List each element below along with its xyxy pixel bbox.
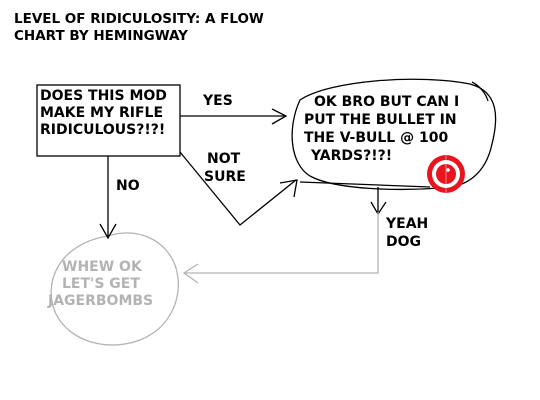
yeah-dog-label-line-2: DOG <box>386 234 422 250</box>
bro-line-3: THE V-BULL @ 100 <box>304 130 449 146</box>
not-sure-arrowhead <box>279 179 298 198</box>
not-sure-label-line-2: SURE <box>204 169 246 185</box>
question-line-3: RIDICULOUS?!?! <box>40 122 166 138</box>
bro-line-2: PUT THE BULLET IN <box>304 112 457 128</box>
bro-oval-tail <box>471 81 489 102</box>
not-sure-arrow-line <box>179 151 297 226</box>
page-title-line-2: CHART BY HEMINGWAY <box>14 28 188 44</box>
no-arrowhead <box>99 223 117 240</box>
page-title-line-1: LEVEL OF RIDICULOSITY: A FLOW <box>14 11 264 27</box>
no-label: NO <box>116 178 140 194</box>
bro-line-1: OK BRO BUT CAN I <box>314 94 460 110</box>
bro-oval <box>291 78 497 191</box>
yeah-dog-label-line-1: YEAH <box>386 216 429 232</box>
whew-line-3: JAGERBOMBS <box>48 293 154 309</box>
bullseye-target-icon <box>427 153 465 195</box>
question-line-2: MAKE MY RIFLE <box>40 105 164 121</box>
whew-line-2: LET'S GET <box>62 276 140 292</box>
oval-base-line <box>299 181 431 188</box>
whew-line-1: WHEW OK <box>62 259 142 275</box>
bro-line-4: YARDS?!?! <box>311 148 393 164</box>
return-arrow-line <box>184 212 379 274</box>
return-arrowhead <box>182 263 199 284</box>
yes-label: YES <box>203 93 233 109</box>
question-line-1: DOES THIS MOD <box>40 88 167 104</box>
whew-oval <box>50 232 179 346</box>
yes-arrowhead <box>271 108 288 125</box>
not-sure-label-line-1: NOT <box>207 151 241 167</box>
